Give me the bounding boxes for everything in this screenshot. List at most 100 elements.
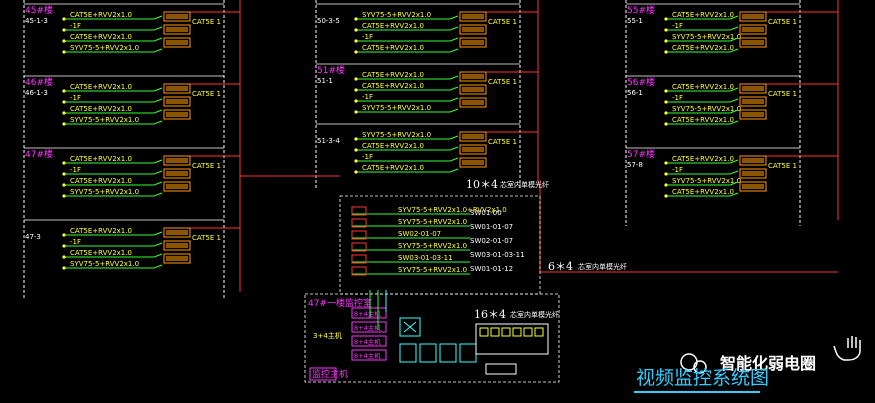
left_column-switch-tag: CAT5E 1 [192, 90, 221, 98]
left_column-cable-link [153, 170, 163, 175]
right_column-switch-fill [742, 171, 764, 176]
control-box [309, 367, 337, 381]
center-cable-label: SW03-01-03-11 [398, 254, 453, 262]
left_column-camera-dot [62, 233, 66, 237]
middle_column-cable-label: -1F [362, 153, 373, 161]
middle_column-riser-label: 51-1 [317, 77, 333, 85]
right_column-switch-fill [742, 40, 764, 45]
left_column-floor-label: 45#楼 [25, 4, 53, 16]
right_column-cable-label: -1F [672, 166, 683, 174]
right_column-cable-label: CAT5E+RVV2x1.0 [672, 188, 734, 196]
right_column-switch [739, 11, 767, 22]
left_column-camera-dot [62, 255, 66, 259]
left_column-camera-dot [62, 122, 66, 126]
left_column-cable-link [153, 48, 163, 53]
left_column-cable-link [153, 98, 163, 103]
left_column-switch [163, 155, 191, 166]
middle_column-floor-label: 51#楼 [317, 64, 345, 76]
fiber-label-top-suffix: 芯室内单模光纤 [500, 180, 549, 189]
left_column-switch-fill [166, 112, 188, 117]
left_column-cable-label: SYV75-5+RVV2x1.0 [70, 260, 139, 268]
wechat-icon-secondary [693, 360, 707, 374]
storage-slot [523, 327, 533, 337]
left_column-switch-fill [166, 86, 188, 91]
middle_column-cable-label: SYV75-5+RVV2x1.0 [362, 131, 431, 139]
right_column-camera-dot [664, 111, 668, 115]
middle_column-cable-link [449, 15, 459, 20]
left_column-switch-fill [166, 158, 188, 163]
left_column-cable-link [153, 231, 163, 236]
brand-watermark: 智能化弱电圈 [720, 354, 816, 373]
left_column-switch [163, 181, 191, 192]
left_column-camera-dot [62, 161, 66, 165]
right_column-switch [739, 24, 767, 35]
left_column-cable-link [153, 37, 163, 42]
left_column-switch-tag: CAT5E 1 [192, 18, 221, 26]
left_column-cable-label: CAT5E+RVV2x1.0 [70, 83, 132, 91]
storage-slot [490, 327, 500, 337]
left_column-camera-dot [62, 183, 66, 187]
middle_column-cable-label: SYV75-5+RVV2x1.0 [362, 11, 431, 19]
left_column-camera-dot [62, 266, 66, 270]
center-cable-label: SW02-01-07 [398, 230, 441, 238]
right_column-switch-fill [742, 112, 764, 117]
right_column-cable-link [729, 26, 739, 31]
left_column-cable-link [153, 181, 163, 186]
host-box [351, 349, 387, 361]
monitor-room-box [304, 293, 560, 383]
left_column-cable-label: -1F [70, 22, 81, 30]
right_column-switch-tag: CAT5E 1 [768, 18, 797, 26]
main-host-label: 3+4主机 [313, 331, 342, 340]
fiber-label-right-suffix: 芯室内单模光纤 [578, 262, 627, 271]
left_column-switch-fill [166, 40, 188, 45]
left_column-switch [163, 168, 191, 179]
right_column-cable-label: -1F [672, 94, 683, 102]
right_column-camera-dot [664, 122, 668, 126]
host-box-label: 8+4主机 [354, 337, 381, 346]
center-switch-red [351, 242, 367, 252]
host-box [351, 335, 387, 347]
middle_column-camera-dot [354, 17, 358, 21]
right_column-riser-label: 57-8 [627, 161, 643, 169]
middle_column-camera-dot [354, 77, 358, 81]
middle_column-switch-fill [462, 40, 484, 45]
middle_column-switch-fill [462, 87, 484, 92]
center-switch-red [351, 218, 367, 228]
right_column-camera-dot [664, 17, 668, 21]
middle_column-camera-dot [354, 170, 358, 174]
cyan-storage-unit [439, 343, 457, 363]
host-box [351, 307, 387, 319]
left_column-camera-dot [62, 28, 66, 32]
right_column-riser-label: 56-1 [627, 89, 643, 97]
right_column-cable-label: CAT5E+RVV2x1.0 [672, 44, 734, 52]
left_column-switch-fill [166, 184, 188, 189]
left_column-cable-label: CAT5E+RVV2x1.0 [70, 33, 132, 41]
storage-slot [534, 327, 544, 337]
left_column-switch-fill [166, 14, 188, 19]
right_column-cable-link [729, 120, 739, 125]
right_column-switch [739, 83, 767, 94]
middle_column-switch-fill [462, 27, 484, 32]
middle_column-switch-tag: CAT5E 1 [488, 78, 517, 86]
right_column-switch [739, 109, 767, 120]
left_column-cable-link [153, 253, 163, 258]
right_column-cable-label: SYV75-5+RVV2x1.0 [672, 33, 741, 41]
right_column-cable-label: SYV75-5+RVV2x1.0 [672, 105, 741, 113]
right_column-switch-tag: CAT5E 1 [768, 90, 797, 98]
right_column-cable-link [729, 181, 739, 186]
middle_column-cable-link [449, 168, 459, 173]
middle_column-cable-link [449, 26, 459, 31]
right_column-cable-link [729, 159, 739, 164]
right_column-camera-dot [664, 172, 668, 176]
fiber-label-top: 10＊4 [466, 178, 498, 191]
storage-slot [501, 327, 511, 337]
center-switch-id: SW03-01-03-11 [470, 251, 525, 259]
right_column-switch [739, 37, 767, 48]
middle_column-camera-dot [354, 110, 358, 114]
right_column-cable-link [729, 37, 739, 42]
left_column-cable-link [153, 120, 163, 125]
left_column-cable-label: CAT5E+RVV2x1.0 [70, 11, 132, 19]
middle_column-switch [459, 37, 487, 48]
cyan-cross-2 [403, 321, 417, 333]
left_column-switch-fill [166, 27, 188, 32]
